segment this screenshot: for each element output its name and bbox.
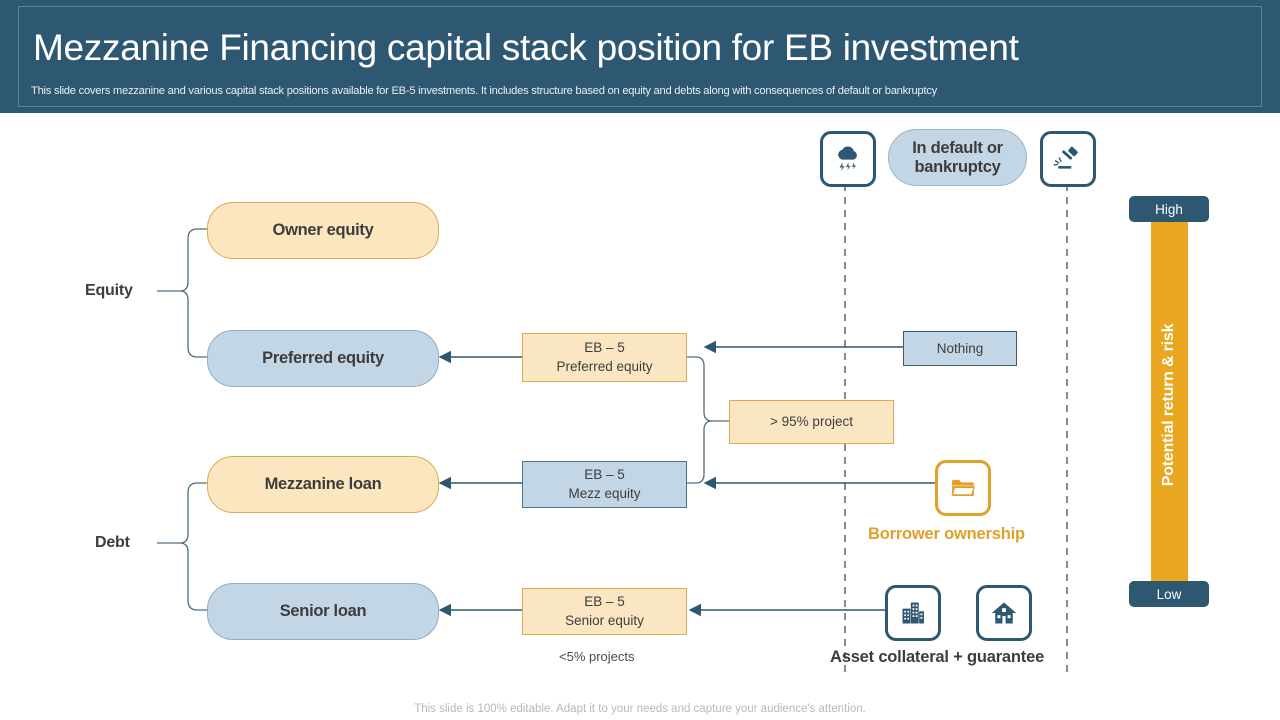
eb5-box-senior-equity[interactable]: EB – 5 Senior equity	[522, 588, 687, 635]
stack-layer-owner-equity[interactable]: Owner equity	[207, 202, 439, 259]
stack-layer-mezzanine-loan[interactable]: Mezzanine loan	[207, 456, 439, 513]
stack-layer-label: Preferred equity	[262, 349, 384, 367]
house-glyph	[991, 602, 1017, 624]
risk-low-label: Low	[1156, 586, 1182, 602]
group-label-equity: Equity	[85, 282, 133, 299]
note-senior-share: <5% projects	[559, 649, 635, 664]
risk-high-label: High	[1155, 201, 1183, 217]
office-building-icon	[885, 585, 941, 641]
default-bankruptcy-label: In default or bankruptcy	[912, 138, 1003, 176]
debt-brace	[157, 482, 209, 611]
gavel-icon	[1040, 131, 1096, 187]
eb5-box-line2: Preferred equity	[556, 358, 653, 374]
slide-footer-note: This slide is 100% editable. Adapt it to…	[414, 703, 866, 715]
storm-cloud-glyph	[838, 146, 857, 172]
office-building-glyph	[902, 602, 924, 624]
header-border	[18, 6, 1262, 107]
outcome-asset-collateral-label: Asset collateral + guarantee	[830, 648, 1045, 666]
note-project-share-label: > 95% project	[770, 413, 853, 429]
eb5-box-line1: EB – 5	[584, 467, 625, 483]
eb5-box-preferred-equity[interactable]: EB – 5 Preferred equity	[522, 333, 687, 382]
share-brace	[686, 356, 729, 484]
stack-layer-label: Mezzanine loan	[264, 475, 382, 493]
default-bankruptcy-badge[interactable]: In default or bankruptcy	[888, 129, 1027, 186]
eb5-box-line2: Mezz equity	[568, 485, 641, 501]
page-title: Mezzanine Financing capital stack positi…	[33, 27, 1019, 68]
slide-header: Mezzanine Financing capital stack positi…	[0, 0, 1280, 113]
risk-high-cap: High	[1129, 196, 1209, 222]
risk-axis-label: Potential return & risk	[1160, 323, 1177, 487]
page-subtitle: This slide covers mezzanine and various …	[31, 85, 937, 97]
folder-glyph	[951, 479, 975, 497]
outcome-nothing-label: Nothing	[936, 341, 984, 356]
eb5-box-line1: EB – 5	[584, 340, 625, 356]
stack-layer-senior-loan[interactable]: Senior loan	[207, 583, 439, 640]
equity-brace	[157, 228, 209, 358]
storm-cloud-icon	[820, 131, 876, 187]
stack-layer-label: Owner equity	[272, 221, 374, 239]
eb5-box-mezz-equity[interactable]: EB – 5 Mezz equity	[522, 461, 687, 508]
house-icon	[976, 585, 1032, 641]
eb5-box-line2: Senior equity	[565, 612, 644, 628]
gavel-glyph	[1053, 146, 1078, 169]
eb5-box-line1: EB – 5	[584, 594, 625, 610]
folder-icon	[935, 460, 991, 516]
stack-layer-label: Senior loan	[279, 602, 367, 620]
note-project-share: > 95% project	[729, 400, 894, 444]
outcome-nothing[interactable]: Nothing	[903, 331, 1017, 366]
group-label-debt: Debt	[95, 534, 130, 551]
stack-layer-preferred-equity[interactable]: Preferred equity	[207, 330, 439, 387]
risk-low-cap: Low	[1129, 581, 1209, 607]
outcome-borrower-ownership-label: Borrower ownership	[868, 525, 1025, 543]
risk-gradient-bar	[1151, 214, 1188, 596]
